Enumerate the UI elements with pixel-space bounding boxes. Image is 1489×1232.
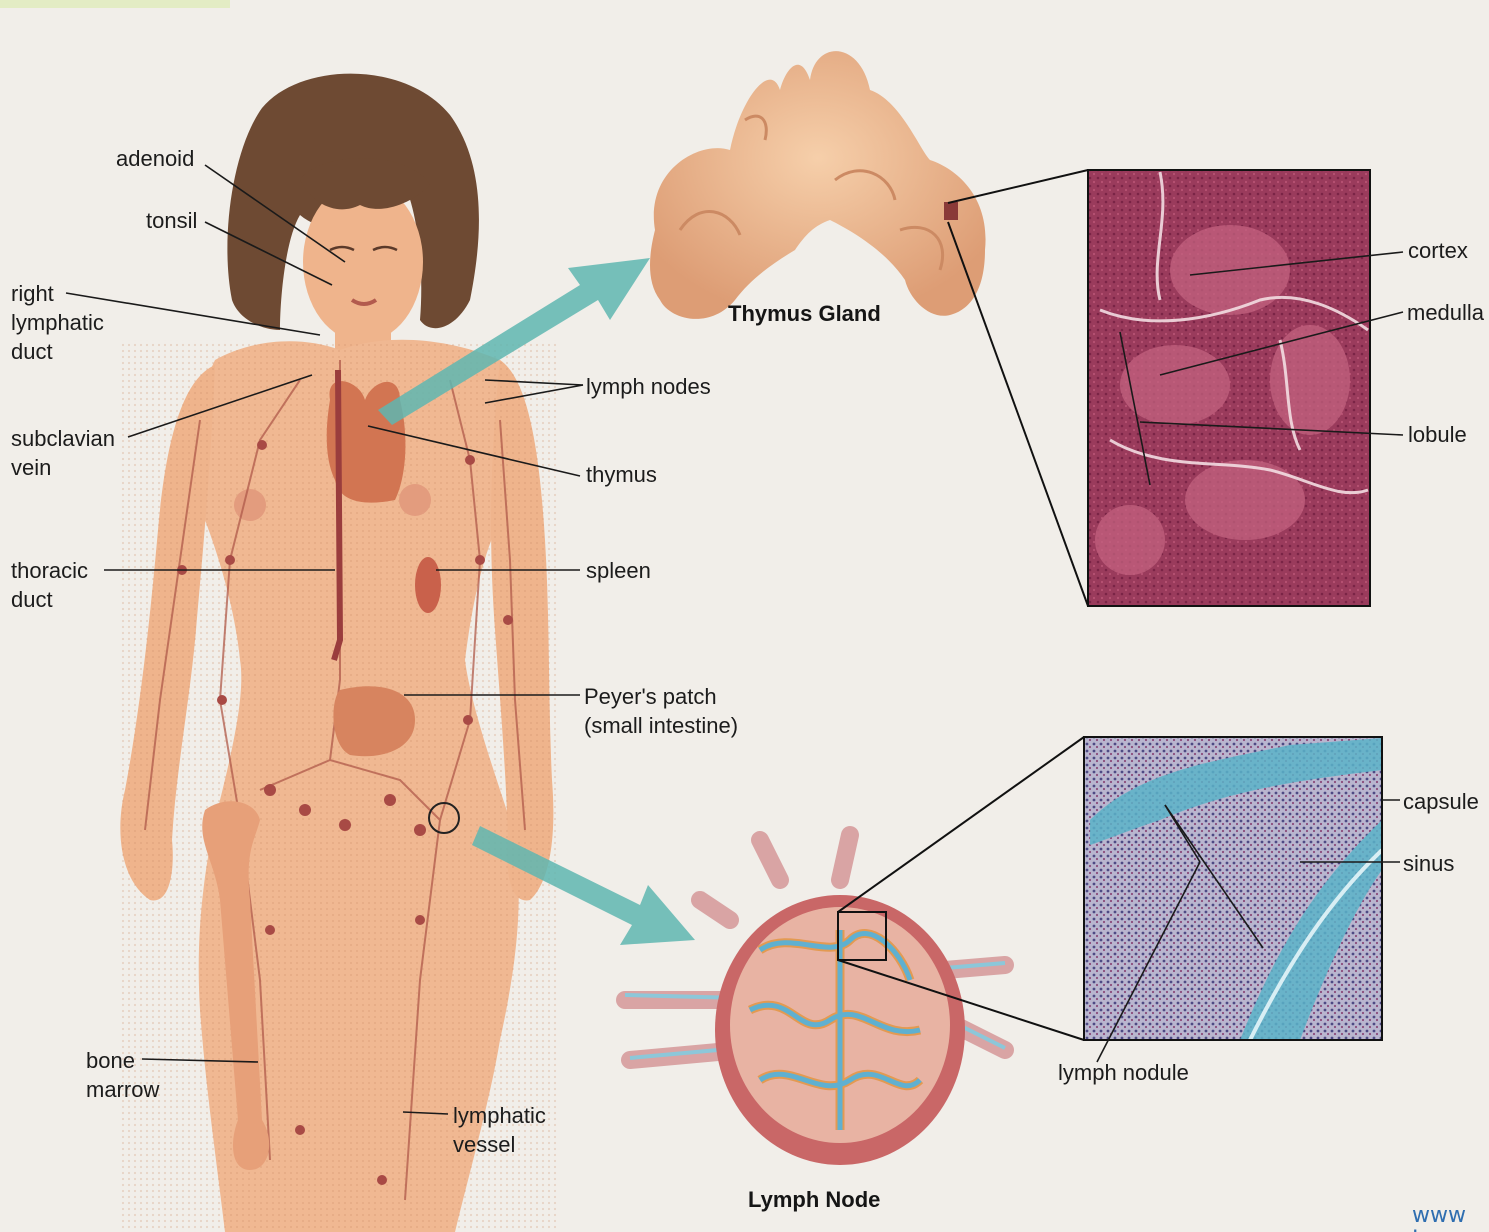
label-lymph-nodule: lymph nodule [1058,1058,1189,1087]
label-spleen: spleen [586,556,651,585]
body-illustration [120,74,560,1232]
lymph-node-histology-image [1084,737,1382,1040]
title-thymus-gland: Thymus Gland [728,301,881,327]
label-peyers-patch: Peyer's patch (small intestine) [584,682,738,740]
label-adenoid: adenoid [116,144,194,173]
label-lymph-nodes: lymph nodes [586,372,711,401]
lymph-node-illustration [625,835,1005,1165]
label-thymus: thymus [586,460,657,489]
title-lymph-node: Lymph Node [748,1187,880,1213]
spleen-organ [415,557,441,613]
label-subclavian-vein: subclavian vein [11,424,115,482]
label-capsule: capsule [1403,787,1479,816]
footer-website-text[interactable]: www Lymp [1412,1204,1489,1232]
thymus-gland-illustration [650,51,986,319]
label-sinus: sinus [1403,849,1454,878]
label-bone-marrow: bone marrow [86,1046,159,1104]
label-lymphatic-vessel: lymphatic vessel [453,1101,546,1159]
label-tonsil: tonsil [146,206,197,235]
label-lobule: lobule [1408,420,1467,449]
label-right-lymphatic-duct: right lymphatic duct [11,279,104,366]
label-thoracic-duct: thoracic duct [11,556,88,614]
label-medulla: medulla [1407,298,1484,327]
label-cortex: cortex [1408,236,1468,265]
